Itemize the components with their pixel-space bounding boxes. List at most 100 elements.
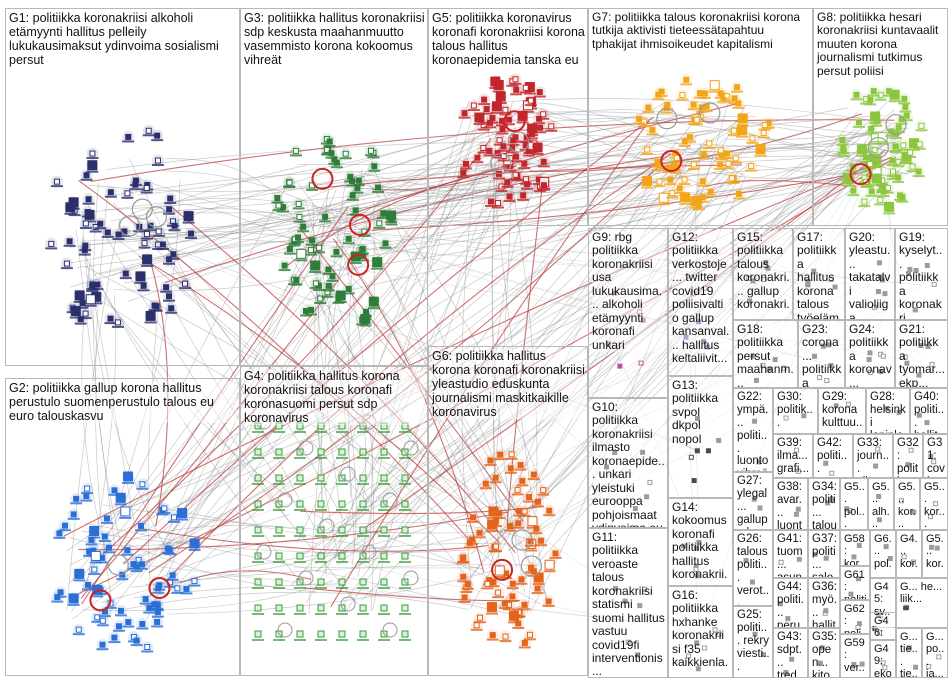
group-box-g21: G21: politiikka tyomar... ekp... [895,320,948,388]
group-label-g28: G28: helsinki lapinla... [870,391,907,434]
group-label-g8: G8: politiikka hesari koronakriisi kunta… [817,11,945,78]
group-box-g5y: G5... alh... poli... [868,478,894,530]
group-label-g1: G1: politiikka koronakriisi alkoholi etä… [9,11,237,67]
group-box-g5z: G5... kor... rav... [894,478,920,530]
group-label-g30: G30: politik... [777,391,815,430]
group-label-g6b: G... po... ja... [926,631,945,678]
group-box-g23: G23: corona... politiikka faktant... [798,320,845,388]
group-label-g15: G15: politiikka talous koronakri... gall… [737,231,790,320]
group-box-g18: G18: politiikka persut maahanm... [733,320,798,388]
group-box-g19: G19: kyselyt... politiikka koronakri... … [895,228,948,320]
group-box-g62: G62: poli... [840,600,870,634]
group-label-g5y: G5... alh... poli... [872,481,891,530]
group-label-g49: G49: eko... [874,643,893,678]
group-box-g34: G34: politi... talou... [808,478,840,530]
group-box-g7: G7: politiikka talous koronakriisi koron… [588,8,813,226]
group-label-g36: G36: myö... hallit... [812,581,837,628]
group-label-g35: G35: open... kito... [812,631,837,678]
group-box-g38: G38: avar... luont... [773,478,808,530]
group-label-g33: G33: journ... vihre... [857,437,890,478]
group-box-g25: G25: politi... rekry viesti... [733,606,773,678]
group-box-g33: G33: journ... vihre... [853,434,893,478]
group-label-g16: G16: politiikka hxhanke koronakriisi f35… [672,589,730,678]
group-label-g40: G40: politi... hallit... [914,391,945,434]
group-label-g17: G17: politiikka hallitus korona talous t… [797,231,842,320]
group-box-g44: G44: politi... peru... [773,578,808,628]
group-label-g5c: G... tie... tie... [900,631,919,678]
group-label-g5: G5: politiikka koronavirus koronafi koro… [432,11,585,67]
group-box-g15: G15: politiikka talous koronakri... gall… [733,228,793,320]
group-box-g4a: G4... kor... yle... [896,530,922,578]
group-label-g38: G38: avar... luont... [777,481,805,530]
group-label-g14: G14: kokoomus koronafi politiikka hallit… [672,501,730,586]
group-label-g5w: G5... kor... val... [924,481,945,530]
group-box-g37: G37: politi... salo [808,530,840,578]
group-box-g6: G6: politiikka hallitus korona koronafi … [428,346,588,676]
group-label-g46: G46: oma... [874,615,893,640]
group-box-g13: G13: politiikka svpol dkpol nopol [668,376,733,498]
group-label-g59: G59: ver... [844,637,867,678]
group-label-g26: G26: talous politi... verot... koulu... [737,533,770,606]
group-box-g22: G22: ympä... politi... luonto vihreät en… [733,388,773,472]
group-box-g5a: G5... kor... pol... [922,530,948,578]
group-box-g6a: G6... pol... yle... [870,530,896,578]
group-box-g4: G4: politiikka hallitus korona koronakri… [240,366,428,676]
group-box-g40: G40: politi... hallit... [910,388,948,434]
group-box-g41: G41: tuom... asun... [773,530,808,578]
group-label-g5x: G5... pol... ihm... [844,481,865,530]
group-label-g6: G6: politiikka hallitus korona koronafi … [432,349,585,419]
group-label-g18: G18: politiikka persut maahanm... [737,323,795,388]
group-label-g6a: G6... pol... yle... [874,533,893,578]
group-label-g2: G2: politiikka gallup korona hallitus pe… [9,381,237,423]
group-box-g17: G17: politiikka hallitus korona talous t… [793,228,845,320]
group-box-g49: G49: eko... [870,640,896,678]
group-label-g7: G7: politiikka talous koronakriisi koron… [592,11,810,51]
group-box-g12: G12: politiikka verkostoje... twitter co… [668,228,733,376]
group-label-g11: G11: politiikka veroaste talous koronakr… [592,531,665,678]
group-box-g5b: G... he... liik... [896,578,948,628]
group-label-g19: G19: kyselyt... politiikka koronakri... … [899,231,945,320]
group-label-g5b: G... he... liik... [900,581,945,606]
group-label-g27: G27: ylegal... gallup sdp... [737,475,770,530]
group-box-g2: G2: politiikka gallup korona hallitus pe… [5,378,240,676]
group-box-g46: G46: oma... [870,612,896,640]
group-label-g34: G34: politi... talou... [812,481,837,530]
group-box-g24: G24: politiikka koronav... korona... [845,320,895,388]
group-box-g36: G36: myö... hallit... [808,578,840,628]
group-box-g26: G26: talous politi... verot... koulu... [733,530,773,606]
group-box-g35: G35: open... kito... [808,628,840,678]
group-label-g5a: G5... kor... pol... [926,533,945,578]
group-box-g11: G11: politiikka veroaste talous koronakr… [588,528,668,678]
group-label-g13: G13: politiikka svpol dkpol nopol [672,379,730,446]
group-label-g29: G29: korona kulttuu... [822,391,863,434]
group-label-g44: G44: politi... peru... [777,581,805,628]
group-label-g39: G39: ilma... grafi... [777,437,810,476]
group-label-g43: G43: sdpt... tred... [777,631,805,678]
group-box-g32: G32: politi... [893,434,923,478]
group-label-g25: G25: politi... rekry viesti... [737,609,770,673]
group-label-g42: G42: politi... energ... [817,437,850,478]
group-label-g10: G10: politiikka koronakriisi ilmasto kor… [592,401,665,528]
group-label-g4a: G4... kor... yle... [900,533,919,578]
group-label-g62: G62: poli... [844,603,867,634]
group-box-g5: G5: politiikka koronavirus koronafi koro… [428,8,588,226]
group-box-g9: G9: rbg politiikka koronakriisi usa luku… [588,228,668,398]
group-label-g23: G23: corona... politiikka faktant... [802,323,842,388]
group-box-g42: G42: politi... energ... [813,434,853,478]
group-box-g39: G39: ilma... grafi... [773,434,813,478]
group-box-g14: G14: kokoomus koronafi politiikka hallit… [668,498,733,586]
group-label-g21: G21: politiikka tyomar... ekp... [899,323,945,388]
group-box-g10: G10: politiikka koronakriisi ilmasto kor… [588,398,668,528]
group-label-g4: G4: politiikka hallitus korona koronakri… [244,369,425,425]
group-box-g6b: G... po... ja... [922,628,948,678]
group-box-g5w: G5... kor... val... [920,478,948,530]
group-label-g61: G61: politi... [844,569,867,600]
group-box-g59: G59: ver... [840,634,870,678]
group-label-g31: G31: covi... koro... [927,437,945,478]
group-box-g1: G1: politiikka koronakriisi alkoholi etä… [5,8,240,366]
group-label-g12: G12: politiikka verkostoje... twitter co… [672,231,730,365]
group-box-g61: G61: politi... [840,566,870,600]
group-box-g31: G31: covi... koro... [923,434,948,478]
group-box-g28: G28: helsinki lapinla... [866,388,910,434]
group-box-g27: G27: ylegal... gallup sdp... [733,472,773,530]
